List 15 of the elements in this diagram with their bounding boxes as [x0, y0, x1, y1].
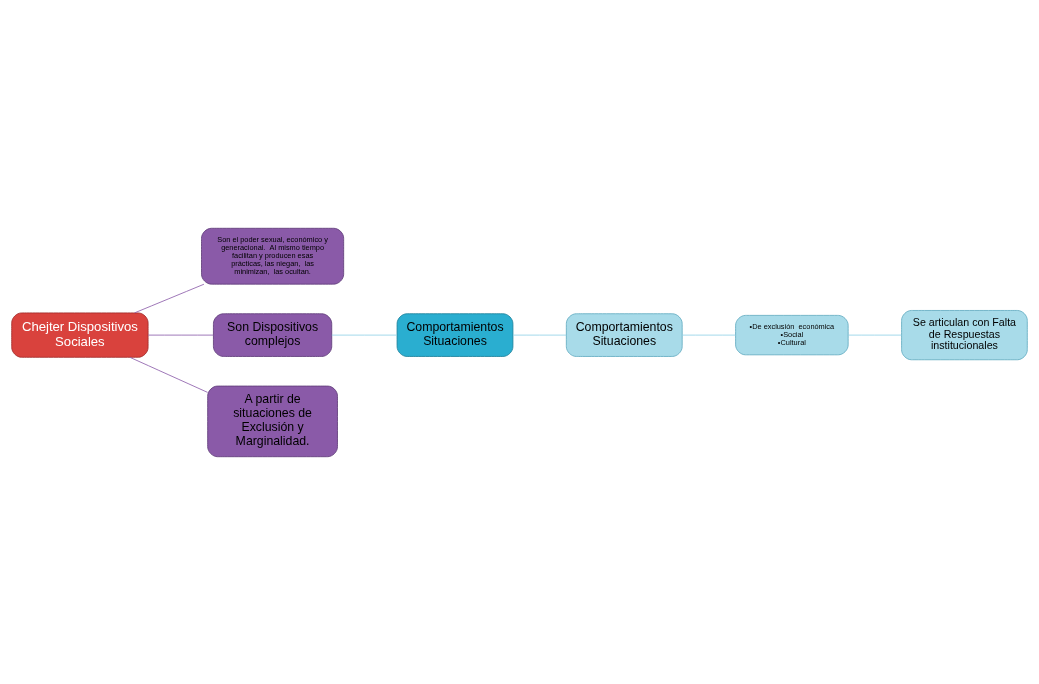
node-box: Chejter Dispositivos Sociales — [11, 312, 149, 358]
node-box: Comportamientos Situaciones — [565, 312, 683, 357]
connector — [331, 334, 398, 335]
connector — [512, 334, 567, 335]
node-box: Comportamientos Situaciones — [396, 312, 514, 357]
node-box: A partir de situaciones de Exclusión y Marginalidad. — [207, 385, 338, 457]
connector — [129, 356, 208, 393]
node-box: Son Dispositivos complejos — [213, 312, 333, 357]
node-box: Se articulan con Falta de Respuestas institucionales — [901, 309, 1028, 360]
connector — [681, 334, 736, 335]
connector — [847, 334, 902, 335]
connector — [134, 283, 205, 313]
node-box: Son el poder sexual, económico y generacional. Al mismo tiempo facilitan y producen esas prácticas, las niegan, las minimizan, las ocultan. — [201, 227, 345, 285]
connector — [147, 334, 214, 335]
node-box: •De exclusión económica •Social •Cultural — [735, 314, 849, 355]
